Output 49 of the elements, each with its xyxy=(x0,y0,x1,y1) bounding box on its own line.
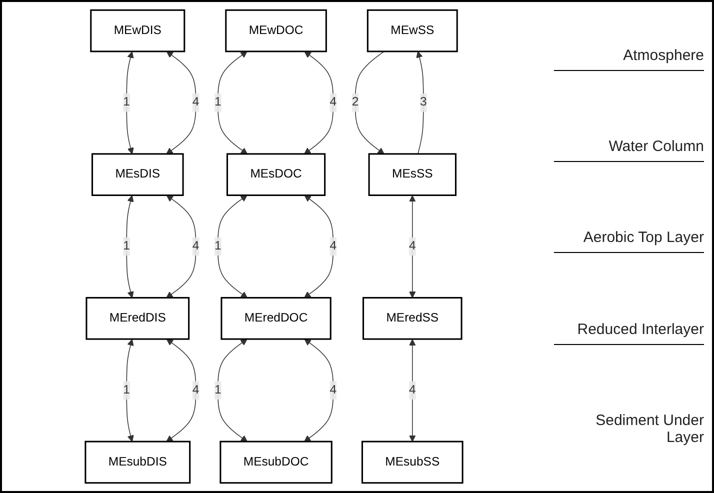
edge-label: 4 xyxy=(408,240,416,253)
edge-label: 4 xyxy=(330,96,337,109)
node-box: MEsubSS xyxy=(361,440,464,484)
node-box: MEsSS xyxy=(368,153,457,196)
edge-label: 1 xyxy=(214,96,222,109)
layer-label: Reduced Interlayer xyxy=(554,314,704,345)
arrow xyxy=(126,195,134,298)
arrow xyxy=(304,51,334,154)
edge-label: 1 xyxy=(123,96,130,109)
node-box: MEsDIS xyxy=(91,153,184,196)
node-box: MEwDIS xyxy=(90,9,186,52)
arrow xyxy=(409,195,416,298)
edge-label: 4 xyxy=(408,383,416,396)
arrow xyxy=(416,51,424,154)
edge-label: 3 xyxy=(420,96,427,109)
node-box: MEwDOC xyxy=(225,9,327,52)
arrow xyxy=(218,195,248,298)
node-box: MEredDIS xyxy=(86,297,190,340)
edge-label: 4 xyxy=(192,96,200,109)
arrow xyxy=(304,195,334,298)
edge-label: 1 xyxy=(214,240,222,253)
node-box: MEwSS xyxy=(366,9,458,52)
edge-label: 4 xyxy=(330,383,337,396)
arrow xyxy=(166,195,196,298)
arrow xyxy=(354,51,384,154)
arrow xyxy=(409,339,416,442)
edge-label: 1 xyxy=(214,383,222,396)
arrow xyxy=(218,338,248,442)
edge-label: 4 xyxy=(330,240,337,253)
arrow xyxy=(304,338,334,442)
edge-label: 4 xyxy=(192,240,200,253)
node-box: MEredSS xyxy=(362,297,462,340)
layer-label: Atmosphere xyxy=(554,40,704,71)
arrow xyxy=(218,51,248,154)
arrow xyxy=(166,338,196,442)
node-box: MEredDOC xyxy=(220,297,332,340)
edge-label: 1 xyxy=(123,383,130,396)
arrow xyxy=(166,51,196,154)
edge-label: 1 xyxy=(123,240,130,253)
edge-label: 2 xyxy=(352,96,359,109)
layer-label: Aerobic Top Layer xyxy=(554,223,704,254)
layer-label: Water Column xyxy=(554,132,704,162)
node-box: MEsubDIS xyxy=(84,440,191,484)
arrow xyxy=(126,339,134,442)
node-box: MEsubDOC xyxy=(220,440,332,484)
layer-label: Sediment Under Layer xyxy=(594,411,704,448)
arrow xyxy=(126,51,134,154)
edge-label: 4 xyxy=(192,383,200,396)
node-box: MEsDOC xyxy=(226,153,326,196)
